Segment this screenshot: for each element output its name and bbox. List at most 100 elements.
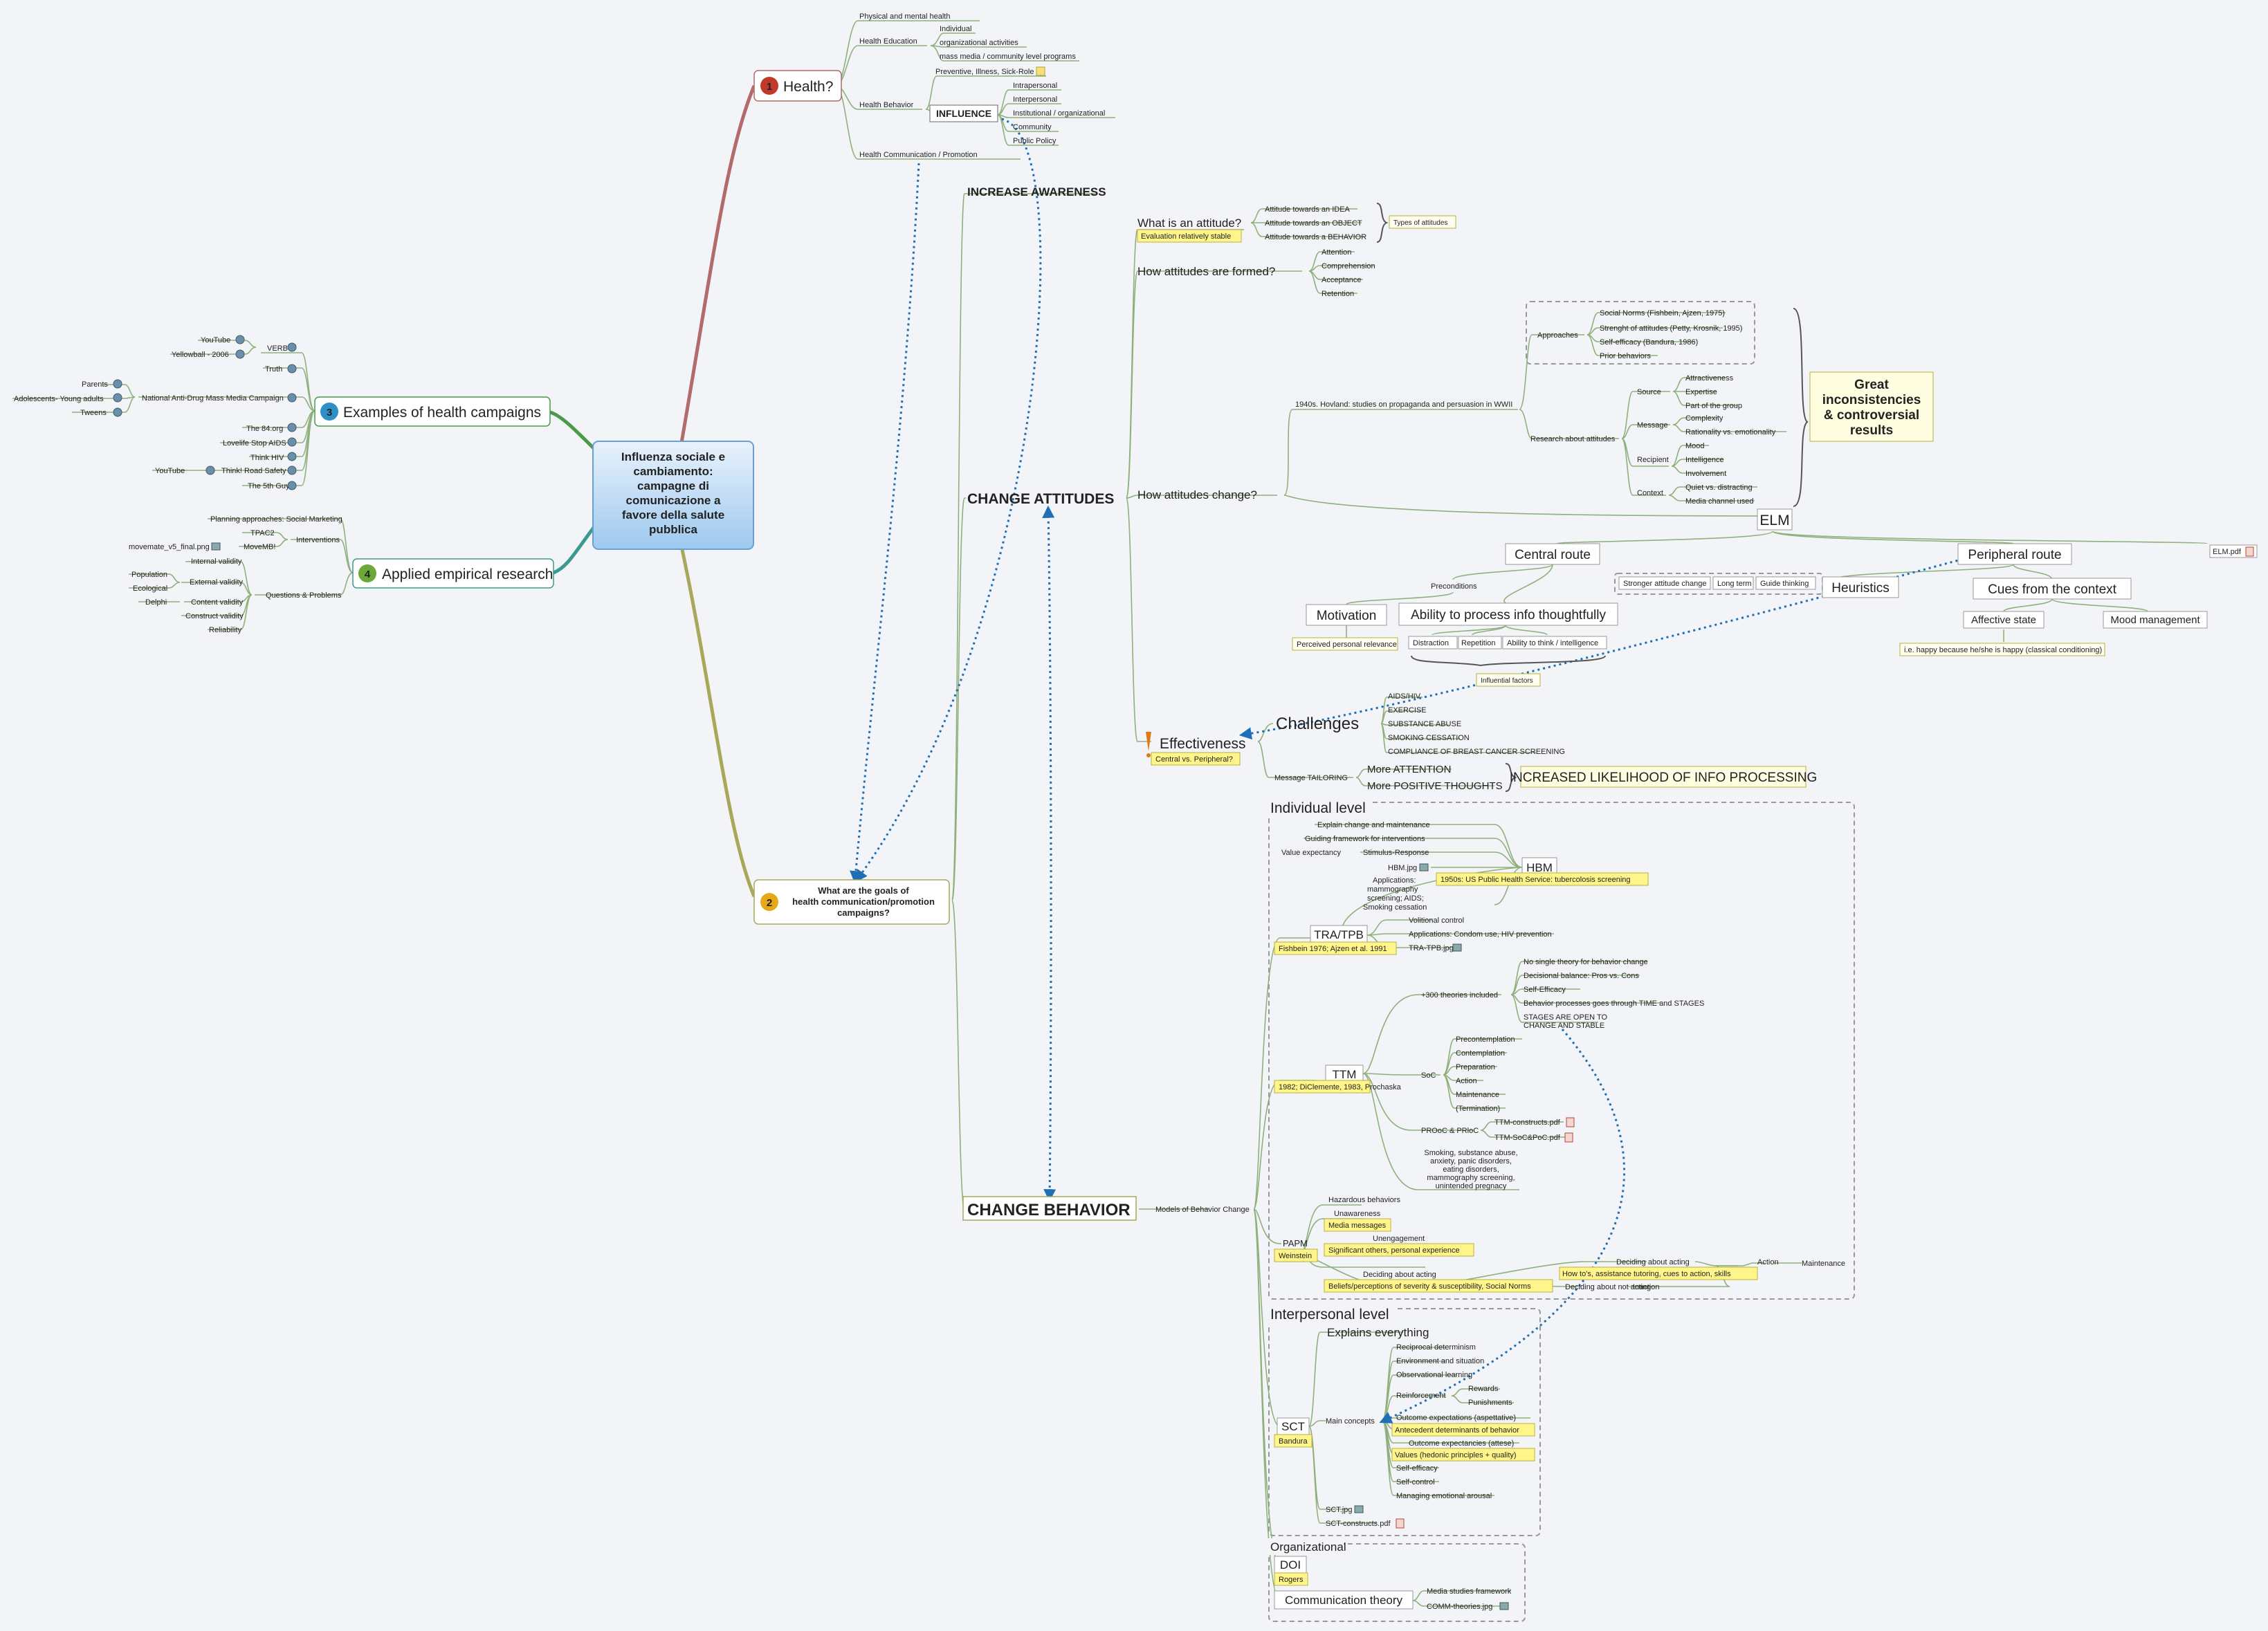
node[interactable]: unintended pregnacy (1436, 1182, 1507, 1190)
sct-node[interactable] (1277, 1417, 1310, 1435)
node[interactable]: Media channel used (1685, 497, 1753, 506)
attitudes-formed[interactable]: How attitudes are formed? (1137, 265, 1275, 278)
elm-pdf-node[interactable] (2209, 544, 2258, 558)
node[interactable]: The 5th Guy (248, 482, 290, 490)
node[interactable]: Self-efficacy (1396, 1464, 1438, 1473)
goals-topic[interactable]: 2 What are the goals of health communica… (753, 879, 950, 925)
node[interactable]: Attitude towards an IDEA (1265, 205, 1351, 214)
callout-text[interactable]: Central vs. Peripheral? (1155, 755, 1233, 764)
node[interactable]: Content validity (191, 598, 244, 607)
node[interactable]: (Termination) (1456, 1105, 1500, 1113)
node[interactable]: Rewards (1468, 1385, 1499, 1393)
node[interactable]: Explain change and maintenance (1317, 821, 1430, 829)
node[interactable]: Unawareness (1334, 1210, 1381, 1218)
heuristics-node[interactable] (1822, 576, 1899, 598)
callout-text[interactable]: 1982; DiClemente, 1983, Prochaska (1279, 1083, 1402, 1091)
node[interactable]: EXERCISE (1388, 706, 1427, 715)
node[interactable]: Truth (265, 365, 282, 374)
node[interactable]: Message (1637, 421, 1668, 430)
node[interactable]: Ecological (133, 584, 167, 593)
node[interactable]: COMM-theories.jpg (1427, 1603, 1492, 1611)
effectiveness[interactable]: Effectiveness (1160, 736, 1246, 752)
increase-awareness[interactable]: INCREASE AWARENESS (967, 185, 1106, 199)
node[interactable]: CHANGE AND STABLE (1524, 1022, 1604, 1030)
callout-text[interactable]: Perceived personal relevance (1297, 641, 1397, 649)
node[interactable]: screening; AIDS; (1367, 894, 1424, 903)
node[interactable]: mass media / community level programs (940, 53, 1076, 61)
attitudes-change[interactable]: How attitudes change? (1137, 488, 1257, 501)
node[interactable]: Source (1637, 388, 1661, 396)
node[interactable]: Volitional control (1409, 916, 1464, 925)
node[interactable]: Punishments (1468, 1399, 1512, 1407)
node[interactable]: Ability to think / intelligence (1507, 639, 1598, 647)
image-attachment-icon[interactable] (1452, 943, 1462, 952)
node[interactable]: Guide thinking (1760, 580, 1809, 588)
node[interactable]: Preparation (1456, 1063, 1495, 1071)
node[interactable]: Message TAILORING (1274, 774, 1348, 782)
node[interactable]: Prior behaviors (1600, 352, 1651, 360)
note-icon[interactable] (1036, 66, 1045, 76)
what-is-attitude[interactable]: What is an attitude? (1137, 216, 1241, 230)
node[interactable]: Inaction (1633, 1283, 1660, 1291)
node[interactable]: Attitude towards an OBJECT (1265, 219, 1362, 228)
node[interactable]: Think! Road Safety (221, 467, 286, 475)
image-attachment-icon[interactable] (1354, 1505, 1364, 1513)
node[interactable]: Distraction (1413, 639, 1449, 647)
node[interactable]: Stronger attitude change (1623, 580, 1706, 588)
examples-topic[interactable]: 3 Examples of health campaigns (314, 396, 551, 427)
node[interactable]: Internal validity (191, 558, 242, 566)
node[interactable]: More POSITIVE THOUGHTS (1367, 780, 1503, 792)
node[interactable]: TTM-constructs.pdf (1494, 1118, 1561, 1127)
node[interactable]: +300 theories included (1421, 991, 1498, 999)
node[interactable]: Health Education (859, 37, 917, 46)
node[interactable]: Attention (1322, 248, 1351, 257)
node[interactable]: Mood (1685, 442, 1705, 450)
node[interactable]: SoC (1421, 1071, 1436, 1080)
node[interactable]: AIDS/HIV (1388, 692, 1421, 701)
pdf-icon[interactable] (1564, 1132, 1573, 1143)
callout-text[interactable]: Evaluation relatively stable (1141, 232, 1231, 241)
node[interactable]: Intrapersonal (1013, 82, 1057, 90)
node[interactable]: Retention (1322, 290, 1354, 298)
node[interactable]: MoveMB! (244, 543, 275, 551)
node[interactable]: SUBSTANCE ABUSE (1388, 720, 1461, 728)
great-inconsistencies-box[interactable] (1809, 371, 1934, 442)
node[interactable]: eating disorders, (1443, 1165, 1499, 1174)
doi-node[interactable] (1274, 1556, 1307, 1574)
mood-node[interactable] (2103, 611, 2208, 629)
node[interactable]: Parents (82, 380, 108, 389)
node[interactable]: Decisional balance: Pros vs. Cons (1524, 972, 1639, 980)
individual-level-label[interactable]: Individual level (1270, 800, 1366, 816)
explains-everything[interactable]: Explains everything (1327, 1326, 1429, 1339)
node[interactable]: Media studies framework (1427, 1587, 1512, 1596)
node[interactable]: Strenght of attitudes (Petty, Krosnik, 1… (1600, 324, 1742, 333)
node[interactable]: Smoking cessation (1363, 903, 1427, 912)
node[interactable]: Delphi (145, 598, 167, 607)
organizational-level-label[interactable]: Organizational (1270, 1540, 1346, 1554)
callout-text[interactable]: Bandura (1279, 1437, 1308, 1446)
node[interactable]: anxiety, panic disorders, (1430, 1157, 1512, 1165)
node[interactable]: Rationality vs. emotionality (1685, 428, 1776, 436)
node[interactable]: Part of the group (1685, 402, 1742, 410)
node[interactable]: Tweens (80, 409, 107, 417)
callout-text[interactable]: Weinstein (1279, 1252, 1312, 1260)
node[interactable]: Maintenance (1456, 1091, 1499, 1099)
node[interactable]: Hazardous behaviors (1328, 1196, 1400, 1204)
callout-text[interactable]: Antecedent determinants of behavior (1395, 1426, 1519, 1435)
node[interactable]: organizational activities (940, 39, 1018, 47)
node[interactable]: mammography (1367, 885, 1418, 894)
cues-node[interactable] (1973, 578, 2132, 600)
node[interactable]: Applications: (1373, 876, 1416, 885)
callout-text[interactable]: Significant others, personal experience (1328, 1246, 1460, 1255)
node[interactable]: Action (1757, 1258, 1779, 1266)
node[interactable]: SMOKING CESSATION (1388, 734, 1470, 742)
node[interactable]: Individual (940, 25, 971, 33)
node[interactable]: Main concepts (1326, 1417, 1375, 1426)
applied-topic[interactable]: 4 Applied empirical research (352, 558, 554, 589)
node[interactable]: Models of Behavior Change (1155, 1206, 1250, 1214)
node[interactable]: SCT.jpg (1326, 1506, 1353, 1514)
node[interactable]: Outcome expectancies (attese) (1409, 1439, 1514, 1448)
node[interactable]: Repetition (1461, 639, 1496, 647)
node[interactable]: Outcome expectations (aspettative) (1396, 1414, 1516, 1422)
node[interactable]: Preconditions (1431, 582, 1477, 591)
